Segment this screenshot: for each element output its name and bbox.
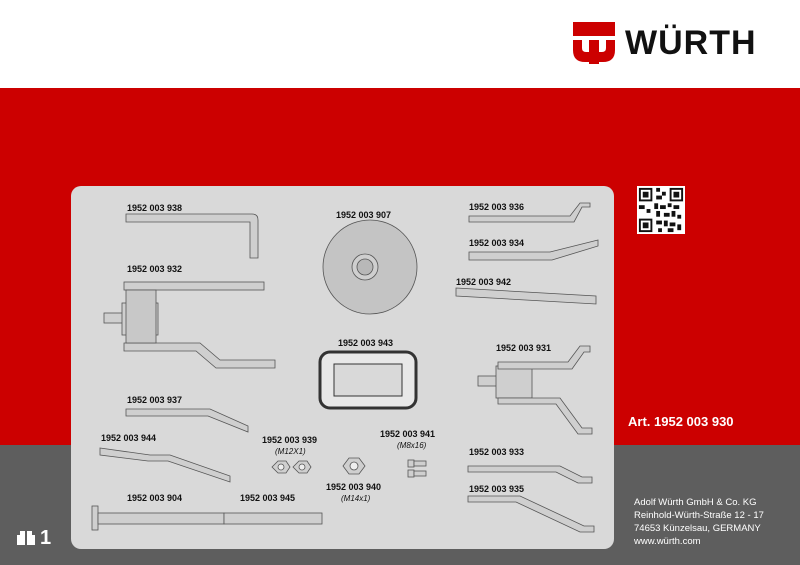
part-931-drawing xyxy=(477,345,593,435)
brand-name: WÜRTH xyxy=(625,24,757,62)
header-band xyxy=(0,0,800,88)
part-943-drawing xyxy=(318,350,418,410)
address-line: Reinhold-Würth-Straße 12 - 17 xyxy=(634,510,764,521)
part-label: 1952 003 943 xyxy=(338,338,394,348)
part-label: 1952 003 904 xyxy=(127,493,183,503)
qr-code-icon xyxy=(637,186,685,234)
company-address: Adolf Würth GmbH & Co. KG Reinhold-Würth… xyxy=(634,496,764,548)
part-907-drawing xyxy=(322,219,418,315)
package-quantity-icon xyxy=(17,531,35,545)
part-label: 1952 003 937 xyxy=(127,395,183,405)
wurth-logo-icon xyxy=(573,22,615,64)
part-label: 1952 003 941 xyxy=(380,429,436,439)
part-938-drawing xyxy=(125,213,259,259)
part-934-drawing xyxy=(468,239,599,261)
part-label: 1952 003 931 xyxy=(496,343,552,353)
part-label: 1952 003 932 xyxy=(127,264,183,274)
part-size: (M8x16) xyxy=(397,441,427,450)
part-933-drawing xyxy=(467,465,593,484)
quantity-value: 1 xyxy=(40,527,52,549)
part-label: 1952 003 945 xyxy=(240,493,296,503)
part-label: 1952 003 933 xyxy=(469,447,525,457)
part-942-drawing xyxy=(455,287,597,305)
part-944-drawing xyxy=(99,447,231,483)
part-932-drawing xyxy=(103,281,276,369)
part-935-drawing xyxy=(467,495,595,533)
address-line: 74653 Künzelsau, GERMANY xyxy=(634,523,761,534)
part-label: 1952 003 934 xyxy=(469,238,525,248)
part-label: 1952 003 942 xyxy=(456,277,512,287)
part-939-drawing xyxy=(271,460,312,474)
part-936-drawing xyxy=(468,202,591,223)
website-link[interactable]: www.würth.com xyxy=(634,536,701,547)
part-label: 1952 003 935 xyxy=(469,484,525,494)
package-quantity: 1 xyxy=(16,528,51,548)
part-940-drawing xyxy=(342,457,366,475)
part-941-drawing xyxy=(407,459,427,478)
part-937-drawing xyxy=(125,408,249,433)
part-label: 1952 003 936 xyxy=(469,202,525,212)
part-label: 1952 003 938 xyxy=(127,203,183,213)
part-size: (M12X1) xyxy=(275,447,306,456)
part-label: 1952 003 939 xyxy=(262,435,318,445)
wurth-logo: WÜRTH xyxy=(573,22,757,64)
part-label: 1952 003 944 xyxy=(101,433,157,443)
part-size: (M14x1) xyxy=(341,494,371,503)
part-label: 1952 003 907 xyxy=(336,210,392,220)
part-904-945-drawing xyxy=(91,505,323,531)
article-number: Art. 1952 003 930 xyxy=(628,414,734,429)
part-label: 1952 003 940 xyxy=(326,482,382,492)
address-line: Adolf Würth GmbH & Co. KG xyxy=(634,497,757,508)
